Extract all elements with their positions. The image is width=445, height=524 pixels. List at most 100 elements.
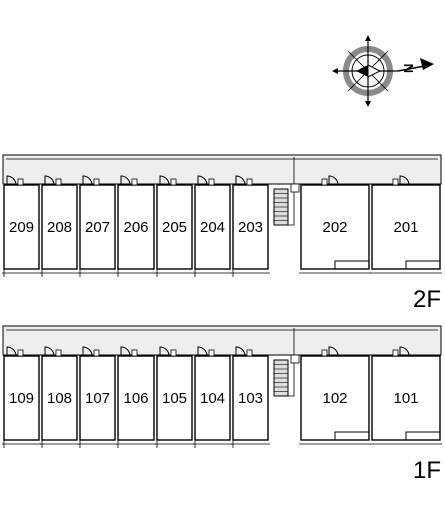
- unit-number: 203: [238, 219, 263, 236]
- unit-number: 108: [47, 390, 72, 407]
- unit-108: 108: [40, 346, 79, 448]
- unit-number: 208: [47, 219, 72, 236]
- balcony-step: [334, 431, 369, 440]
- unit-105: 105: [155, 346, 194, 448]
- balcony-step: [334, 260, 369, 269]
- meter-box-icon: [170, 178, 177, 186]
- door-swing-icon: [197, 346, 208, 357]
- unit-103: 103: [231, 346, 270, 448]
- unit-number: 106: [123, 390, 148, 407]
- unit-number: 204: [200, 219, 225, 236]
- unit-208: 208: [40, 175, 79, 277]
- unit-outline: [3, 355, 40, 441]
- stairs-icon: [273, 157, 295, 226]
- unit-106: 106: [116, 346, 156, 448]
- floor-2F: 209 208 207 206 205 204 203 202 201 2F: [2, 154, 442, 313]
- corridor: [2, 325, 442, 356]
- unit-outline: [156, 184, 193, 270]
- door-swing-icon: [159, 175, 170, 186]
- meter-box-icon: [208, 178, 215, 186]
- meter-box-icon: [17, 178, 24, 186]
- unit-102: 102: [299, 346, 371, 445]
- door-swing-icon: [399, 175, 410, 186]
- meter-box-icon: [17, 349, 24, 357]
- door-swing-icon: [197, 175, 208, 186]
- unit-outline: [194, 355, 231, 441]
- door-swing-icon: [82, 175, 93, 186]
- compass-icon: N: [332, 35, 434, 107]
- unit-207: 207: [78, 175, 117, 277]
- door-swing-icon: [159, 346, 170, 357]
- meter-box-icon: [55, 178, 62, 186]
- unit-outline: [79, 184, 116, 270]
- door-swing-icon: [82, 346, 93, 357]
- meter-box-icon: [55, 349, 62, 357]
- unit-201: 201: [370, 175, 442, 274]
- unit-109: 109: [2, 346, 41, 448]
- unit-number: 207: [85, 219, 110, 236]
- meter-box-icon: [131, 349, 138, 357]
- unit-outline: [300, 355, 370, 441]
- unit-206: 206: [116, 175, 156, 277]
- meter-box-icon: [246, 178, 253, 186]
- meter-box-icon: [93, 349, 100, 357]
- unit-outline: [117, 184, 155, 270]
- unit-number: 201: [393, 219, 418, 236]
- unit-204: 204: [193, 175, 232, 277]
- stairwell-post: [290, 354, 300, 364]
- meter-box-icon: [321, 349, 328, 357]
- unit-outline: [117, 355, 155, 441]
- unit-number: 209: [9, 219, 34, 236]
- meter-box-icon: [131, 178, 138, 186]
- meter-box-icon: [93, 178, 100, 186]
- unit-number: 206: [123, 219, 148, 236]
- unit-205: 205: [155, 175, 194, 277]
- unit-number: 105: [162, 390, 187, 407]
- door-swing-icon: [328, 346, 339, 357]
- balcony-step: [405, 431, 440, 440]
- stairs-icon: [273, 328, 295, 397]
- unit-outline: [3, 184, 40, 270]
- unit-203: 203: [231, 175, 270, 277]
- door-swing-icon: [235, 175, 246, 186]
- unit-number: 109: [9, 390, 34, 407]
- corridor: [2, 154, 442, 185]
- unit-outline: [41, 355, 78, 441]
- meter-box-icon: [392, 349, 399, 357]
- unit-number: 102: [322, 390, 347, 407]
- door-swing-icon: [6, 175, 17, 186]
- unit-outline: [79, 355, 116, 441]
- meter-box-icon: [208, 349, 215, 357]
- door-swing-icon: [120, 346, 131, 357]
- door-swing-icon: [328, 175, 339, 186]
- door-swing-icon: [120, 175, 131, 186]
- unit-101: 101: [370, 346, 442, 445]
- compass-north-letter: N: [401, 64, 416, 73]
- unit-number: 205: [162, 219, 187, 236]
- door-swing-icon: [399, 346, 410, 357]
- unit-outline: [156, 355, 193, 441]
- unit-number: 104: [200, 390, 225, 407]
- meter-box-icon: [246, 349, 253, 357]
- door-swing-icon: [44, 346, 55, 357]
- unit-outline: [371, 355, 441, 441]
- balcony-step: [405, 260, 440, 269]
- unit-number: 202: [322, 219, 347, 236]
- door-swing-icon: [6, 346, 17, 357]
- stairwell-post: [290, 183, 300, 193]
- unit-outline: [371, 184, 441, 270]
- unit-outline: [300, 184, 370, 270]
- meter-box-icon: [392, 178, 399, 186]
- unit-202: 202: [299, 175, 371, 274]
- unit-104: 104: [193, 346, 232, 448]
- floor-1F: 109 108 107 106 105 104 103 102 101 1F: [2, 325, 442, 484]
- unit-number: 107: [85, 390, 110, 407]
- unit-outline: [194, 184, 231, 270]
- door-swing-icon: [235, 346, 246, 357]
- unit-number: 101: [393, 390, 418, 407]
- unit-209: 209: [2, 175, 41, 277]
- floor-label: 2F: [413, 286, 441, 313]
- floor-label: 1F: [413, 457, 441, 484]
